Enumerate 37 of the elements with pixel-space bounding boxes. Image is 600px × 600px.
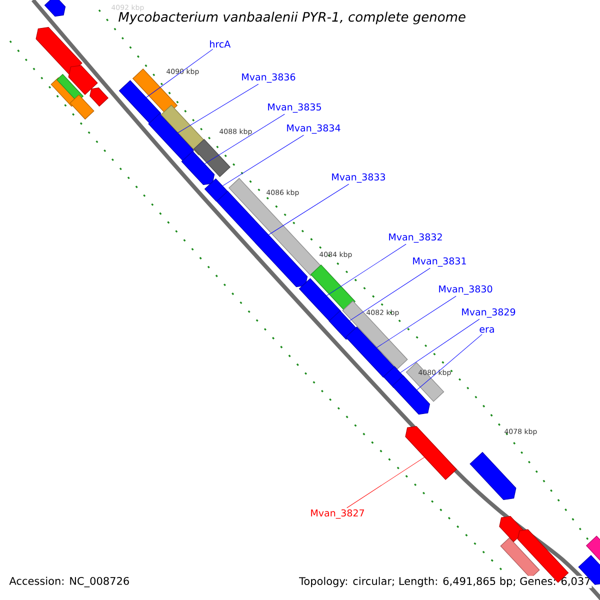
leader-line: [416, 334, 482, 390]
gene-label: era: [480, 327, 494, 333]
gene-label: Mvan_3827: [311, 509, 364, 519]
gene-label: hrcA: [210, 40, 231, 48]
leader-line: [400, 318, 480, 373]
title: Mycobacterium vanbaalenii PYR-1, complete genome: [118, 12, 466, 24]
gene-block: [118, 80, 162, 124]
gene-block: [405, 426, 457, 480]
gene-block: [298, 278, 342, 322]
gene-block: [44, 0, 66, 17]
gene-label: Mvan_3834: [287, 124, 340, 134]
gene-label: Mvan_3836: [242, 73, 296, 83]
gene-block: [36, 26, 82, 76]
gene-label: Mvan_3835: [268, 103, 321, 113]
leader-line: [349, 268, 430, 321]
gene-block: [90, 88, 109, 107]
gene-label: Mvan_3831: [413, 257, 466, 267]
gene-block: [392, 375, 430, 415]
gene-label: Mvan_3830: [439, 285, 492, 295]
leader-line: [204, 114, 285, 164]
gene-block: [181, 150, 215, 186]
leader-line: [346, 457, 425, 508]
gene-block: [216, 190, 308, 288]
leader-line: [326, 244, 406, 296]
leader-line: [146, 48, 214, 98]
leader-line: [268, 184, 350, 236]
gene-block: [68, 65, 98, 96]
leader-line: [376, 296, 456, 348]
gene-label: Mvan_3829: [462, 308, 516, 318]
gene-block: [470, 452, 516, 500]
genome-info-text: Topology: circular; Length: 6,491,865 bp; Genes: 6,037: [298, 576, 592, 588]
gene-label: Mvan_3832: [389, 233, 442, 243]
gene-block: [148, 113, 194, 161]
leader-line: [222, 134, 304, 186]
accession-text: Accession: NC_008726: [9, 576, 129, 588]
leader-line: [178, 84, 259, 134]
gene-label: Mvan_3833: [332, 173, 386, 183]
